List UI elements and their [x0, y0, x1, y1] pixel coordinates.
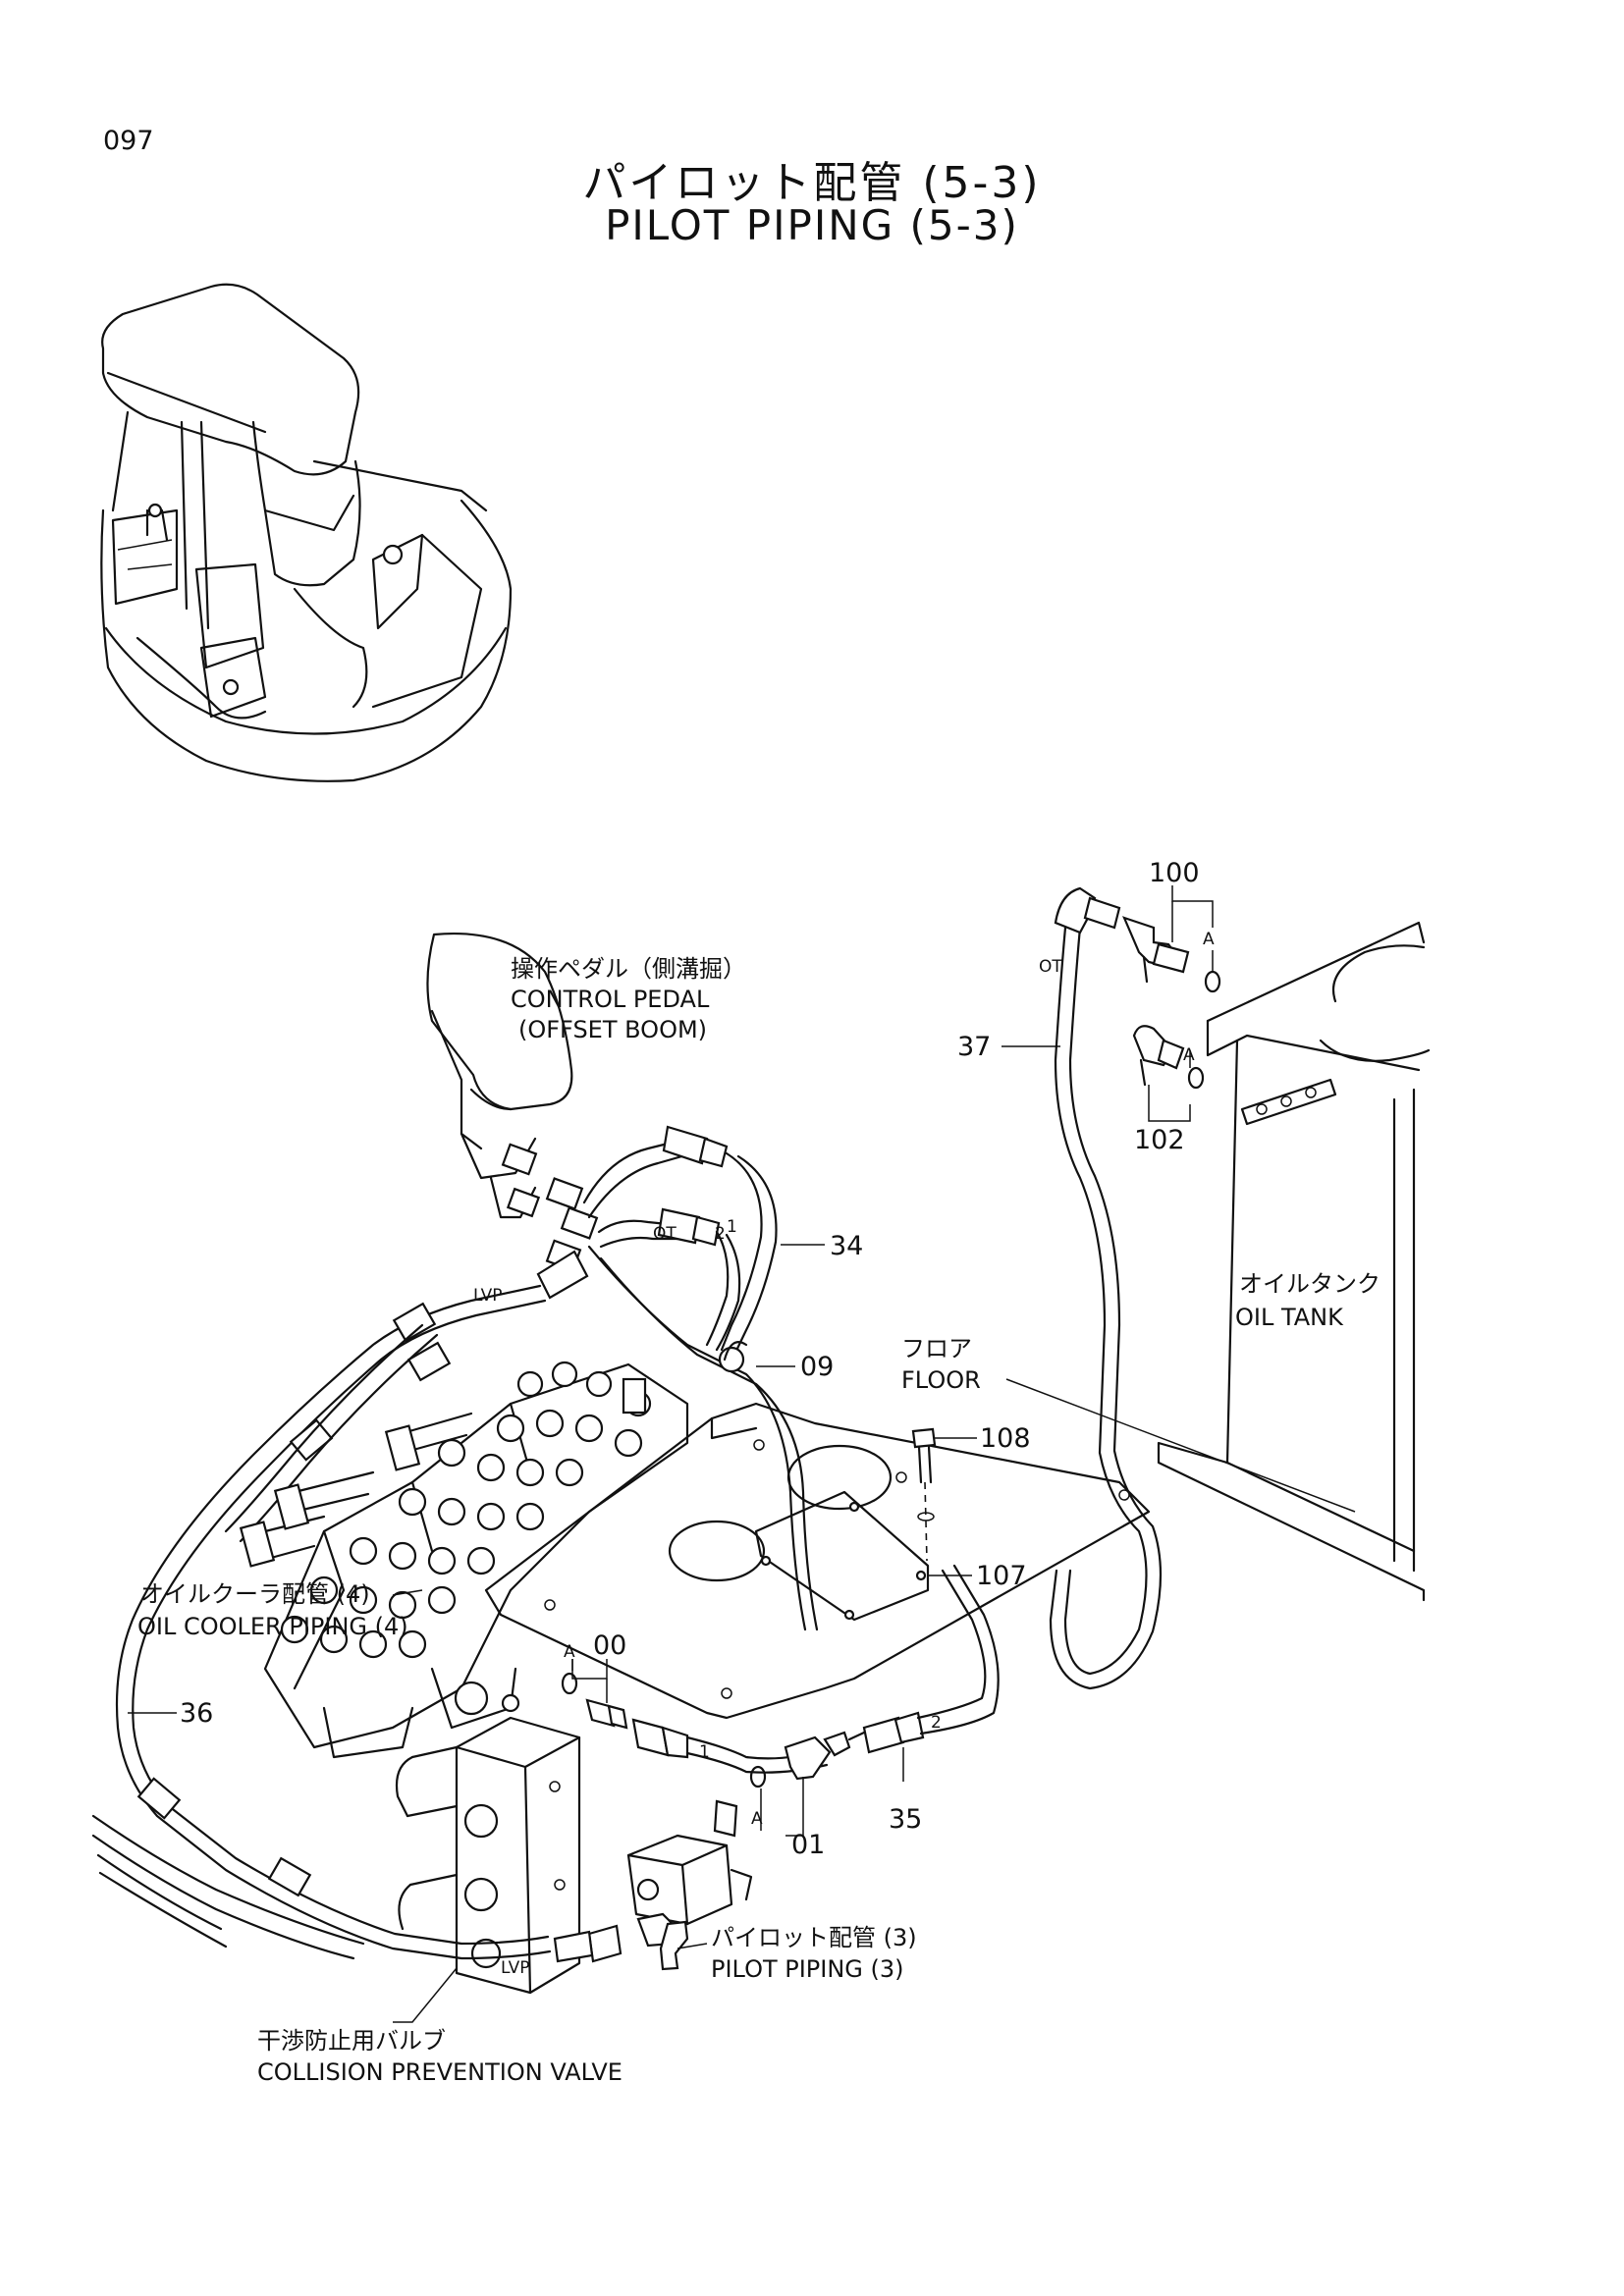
- pipe-marks: OT OT LVP LVP A A A A 1 2 1 2: [473, 930, 1215, 1978]
- callout-35: 35: [889, 1804, 922, 1835]
- callout-100: 100: [1149, 858, 1200, 888]
- callout-01: 01: [791, 1830, 825, 1860]
- collision-valve-label-en: COLLISION PREVENTION VALVE: [257, 2058, 623, 2086]
- control-valve-assembly: [239, 1361, 689, 1759]
- control-pedal-label-en: CONTROL PEDAL: [511, 986, 710, 1013]
- mark-a-01: A: [751, 1809, 763, 1829]
- part-callouts: 100 102 37 34 09 108 107 00 36 35 01: [180, 858, 1200, 1860]
- floor-plate: [484, 1402, 1151, 1720]
- mark-lvp-upper: LVP: [473, 1286, 502, 1306]
- oil-cooler-label-en: OIL COOLER PIPING (4): [137, 1613, 408, 1640]
- floor-label-en: FLOOR: [901, 1366, 981, 1394]
- control-pedal-label-en2: (OFFSET BOOM): [518, 1016, 707, 1043]
- hoses-34: [582, 1125, 819, 1631]
- pilot-piping-label-jp: パイロット配管 (3): [711, 1924, 917, 1951]
- title-japanese: パイロット配管 (5-3): [582, 158, 1042, 208]
- hose-37: [1049, 886, 1221, 1690]
- callout-37: 37: [957, 1032, 991, 1062]
- mark-hose-1-lower: 1: [699, 1742, 710, 1762]
- oil-tank-label-en: OIL TANK: [1235, 1304, 1344, 1331]
- callout-36: 36: [180, 1698, 213, 1729]
- oil-tank: [1157, 921, 1431, 1602]
- floor-label-jp: フロア: [901, 1335, 972, 1362]
- leader-lines: [128, 885, 1356, 2023]
- callout-09: 09: [800, 1352, 834, 1382]
- mark-a-00: A: [564, 1642, 575, 1662]
- callout-107: 107: [976, 1561, 1027, 1591]
- mark-lvp-lower: LVP: [501, 1958, 529, 1978]
- cab-overview-illustration: [100, 283, 513, 782]
- oil-tank-label-jp: オイルタンク: [1239, 1270, 1380, 1298]
- mark-a-100: A: [1203, 930, 1215, 949]
- mark-a-102: A: [1183, 1045, 1195, 1065]
- oil-cooler-label-jp: オイルクーラ配管 (4): [140, 1580, 370, 1608]
- mark-hose-1-upper: 1: [727, 1217, 737, 1237]
- callout-00: 00: [593, 1630, 626, 1661]
- page-number: 097: [103, 126, 154, 156]
- mark-hose-2-upper: 2: [715, 1224, 726, 1244]
- collision-prevention-valve: [395, 1564, 1000, 1995]
- mark-hose-2-lower: 2: [931, 1713, 942, 1733]
- callout-102: 102: [1134, 1125, 1185, 1155]
- mark-ot-pedal: OT: [653, 1224, 677, 1244]
- mark-ot-tank: OT: [1039, 957, 1062, 977]
- collision-valve-label-jp: 干渉防止用バルブ: [257, 2027, 446, 2055]
- hose-36-lvp: [91, 1250, 589, 1960]
- diagram-labels: 操作ペダル（側溝掘） CONTROL PEDAL (OFFSET BOOM) オ…: [137, 955, 1380, 2086]
- title-english: PILOT PIPING (5-3): [605, 201, 1019, 249]
- callout-108: 108: [980, 1423, 1031, 1454]
- pilot-piping-label-en: PILOT PIPING (3): [711, 1955, 904, 1983]
- callout-34: 34: [830, 1231, 863, 1261]
- control-pedal-label-jp: 操作ペダル（側溝掘）: [511, 955, 746, 983]
- control-pedal: [426, 933, 599, 1298]
